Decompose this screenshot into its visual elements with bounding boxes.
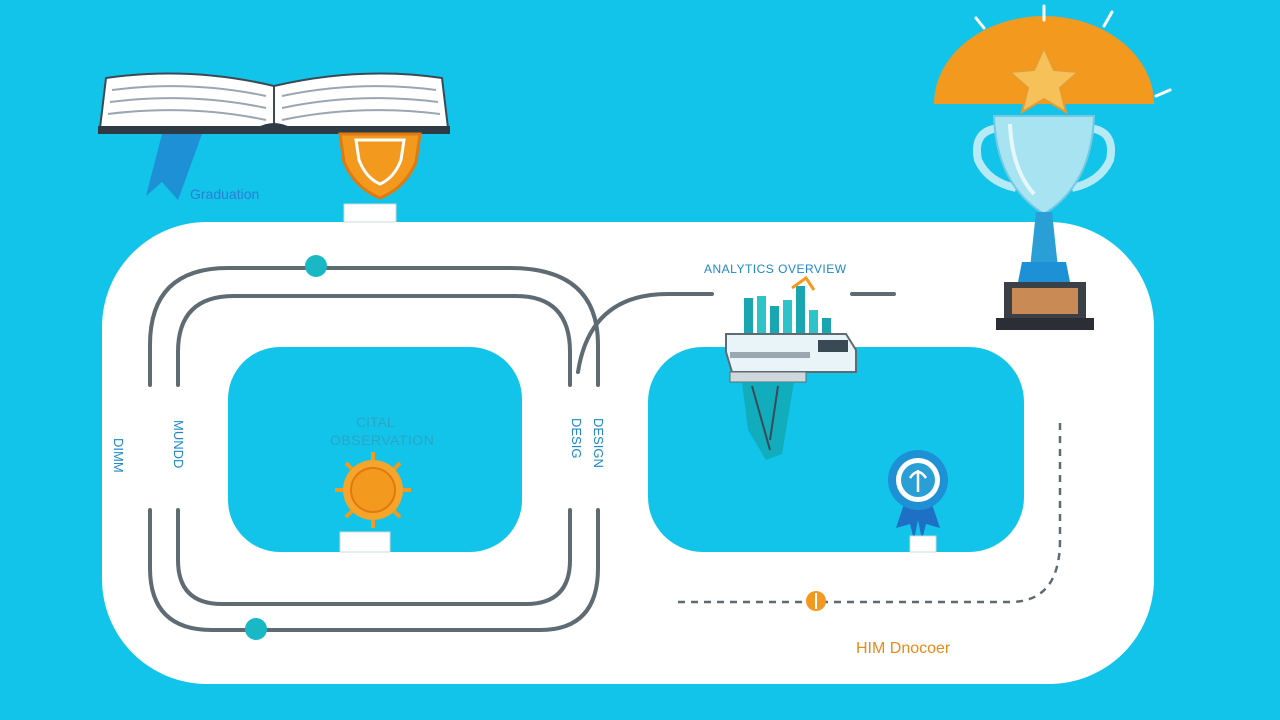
award-rosette-icon xyxy=(888,450,948,553)
left-track xyxy=(148,266,896,632)
star-icon xyxy=(1007,45,1081,115)
open-book-icon xyxy=(98,72,450,134)
printer-icon xyxy=(725,333,857,460)
track-node-top xyxy=(305,255,327,277)
track-node-bottom xyxy=(245,618,267,640)
left-vertical-label-1: DIMM xyxy=(111,438,126,473)
right-loop-hole xyxy=(648,347,1024,552)
trophy-handle-right xyxy=(1071,124,1115,192)
trophy-handle-left xyxy=(973,124,1017,192)
left-loop-center-line2: OBSERVATION xyxy=(330,432,435,448)
board xyxy=(102,222,1154,684)
shield-badge-icon xyxy=(338,132,422,223)
bottom-right-label: HIM Dnocoer xyxy=(856,640,951,657)
mid-vertical-label-2: DESIGN xyxy=(591,418,606,468)
top-center-title: ANALYTICS OVERVIEW xyxy=(704,262,847,276)
trophy-icon xyxy=(934,4,1172,330)
dashed-route xyxy=(678,420,1062,604)
left-loop-center-line1: CITAL xyxy=(356,414,395,430)
left-vertical-label-2: MUNDD xyxy=(171,420,186,469)
left-loop-hole xyxy=(228,347,522,552)
bar-chart-icon xyxy=(744,275,831,334)
mid-vertical-label-1: DESIG xyxy=(569,418,584,459)
ribbon-bookmark-icon xyxy=(146,134,202,200)
book-caption: Graduation xyxy=(190,186,260,202)
sun-medal-icon xyxy=(335,452,411,553)
